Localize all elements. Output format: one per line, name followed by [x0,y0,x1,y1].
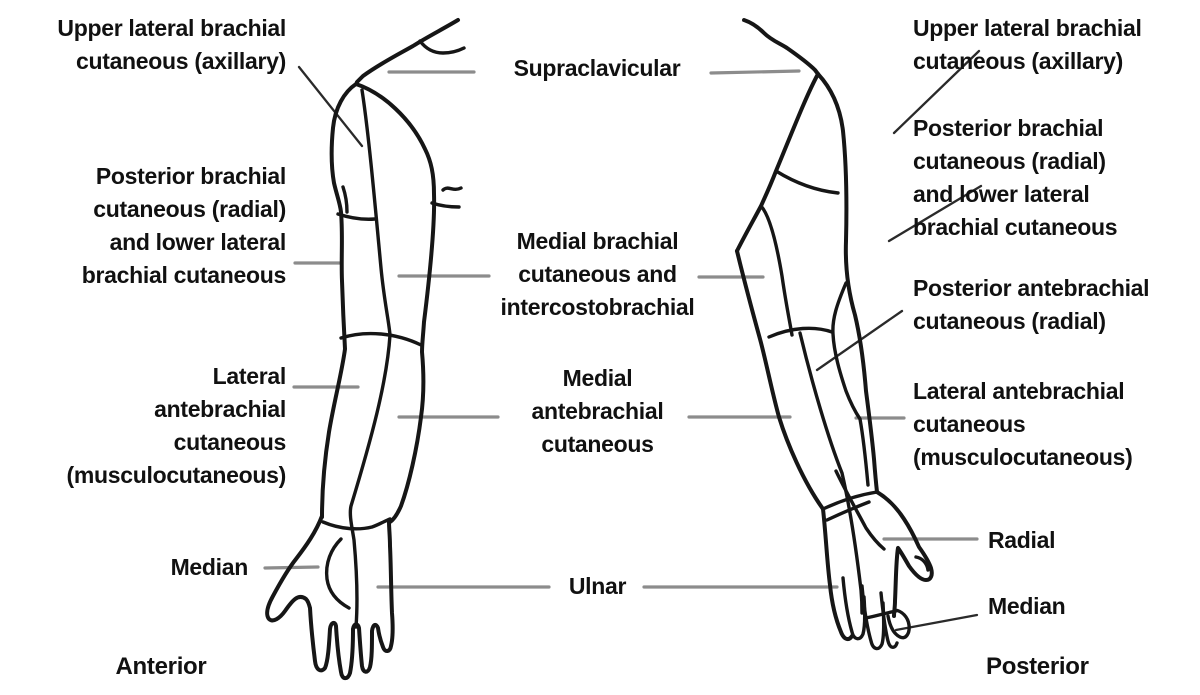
armpit-stroke [341,185,349,214]
arm-outer-edge [320,82,358,519]
text-line: Radial [988,527,1056,553]
text-line: (musculocutaneous) [913,444,1133,470]
thenar-crease [324,537,351,610]
text-line: Upper lateral brachial [57,15,286,41]
label-radial-posterior: Radial [988,524,1168,557]
thumb-nail-arc [914,555,930,572]
text-line: cutaneous (axillary) [913,48,1124,74]
hand-outline [265,514,395,681]
clavicle-squiggle [418,39,466,55]
mid-strip-line [348,88,392,629]
finger-base-fold [864,609,898,620]
label-median-anterior: Median [8,551,249,584]
hand-top-edge-and-thumb [875,490,934,618]
text-line: brachial cutaneous [913,214,1118,240]
axilla-fold-stroke [430,201,461,209]
label-supraclavicular: Supraclavicular [477,52,717,85]
olecranon-strip-line [831,281,870,487]
text-line: cutaneous (radial) [913,308,1106,334]
arm-medial-edge [735,249,825,511]
text-line: antebrachial [531,398,664,424]
label-lateral-antebrachial-posterior: Lateral antebrachial cutaneous (musculoc… [913,375,1195,474]
arm-right-edge [816,72,879,494]
caption-posterior-view: Posterior [986,650,1116,683]
text-line: cutaneous [541,431,654,457]
text-line: Posterior brachial [95,163,286,189]
text-line: (musculocutaneous) [66,462,286,488]
text-line: Medial [562,365,633,391]
text-line: cutaneous [913,411,1026,437]
arm-outer-edge [735,72,820,253]
label-lateral-antebrachial-anterior: Lateral antebrachial cutaneous (musculoc… [8,360,286,492]
text-line: brachial cutaneous [81,262,287,288]
text-line: Posterior brachial [913,115,1104,141]
label-upper-lateral-brachial-posterior: Upper lateral brachial cutaneous (axilla… [913,12,1195,78]
text-line: Medial brachial [516,228,679,254]
elbow-boundary-line [767,326,834,339]
neck-line [742,18,820,76]
text-line: Lateral antebrachial [913,378,1125,404]
text-line: cutaneous (radial) [913,148,1106,174]
gray-leader-lines [263,69,979,589]
finger-3 [879,591,899,649]
text-line: Median [988,593,1066,619]
text-line: Ulnar [568,573,627,599]
text-line: cutaneous and [518,261,677,287]
text-line: antebrachial [154,396,286,422]
leader-upper-lateral-posterior [892,49,981,135]
text-line: Median [170,554,249,580]
arm-medial-edge [354,82,437,524]
text-line: Upper lateral brachial [913,15,1142,41]
label-posterior-brachial-posterior: Posterior brachial cutaneous (radial) an… [913,112,1195,244]
text-line: and lower lateral [913,181,1090,207]
text-line: Lateral [212,363,287,389]
wrist-crease [821,490,879,522]
axillary-boundary-line [774,169,840,195]
leader-upper-lateral-anterior [297,65,364,148]
medial-strip-line [759,204,794,337]
axillary-boundary-line [336,212,377,221]
text-line: Supraclavicular [513,55,681,81]
caption-anterior-view: Anterior [100,650,222,683]
index-fingertip [886,608,911,640]
label-medial-antebrachial: Medial antebrachial cutaneous [480,362,715,461]
text-line: Posterior antebrachial [913,275,1150,301]
axilla-fold-tilde [441,186,463,192]
hand-left-edge [821,507,854,642]
wrist-crease [321,517,392,531]
text-line: Posterior [986,653,1089,680]
text-line: cutaneous (axillary) [75,48,286,74]
leader-posterior-brachial-posterior [887,184,983,243]
leader-supraclavicular-right [709,69,801,75]
text-line: intercostobrachial [500,294,695,320]
dorsum-tendon-line [834,469,886,551]
label-median-posterior: Median [988,590,1168,623]
elbow-crease-line [339,331,423,347]
neck-line [355,18,460,84]
text-line: Anterior [115,653,207,680]
label-posterior-brachial-anterior: Posterior brachial cutaneous (radial) an… [8,160,287,292]
anterior-arm-figure [265,18,466,681]
forearm-strip-line [798,331,864,615]
text-line: cutaneous (radial) [93,196,286,222]
label-posterior-antebrachial-posterior: Posterior antebrachial cutaneous (radial… [913,272,1195,338]
label-upper-lateral-brachial-anterior: Upper lateral brachial cutaneous (axilla… [8,12,286,78]
label-medial-brachial: Medial brachial cutaneous and intercosto… [480,225,715,324]
label-ulnar: Ulnar [480,570,715,603]
posterior-arm-figure [735,18,934,651]
text-line: cutaneous [173,429,287,455]
text-line: and lower lateral [109,229,287,255]
